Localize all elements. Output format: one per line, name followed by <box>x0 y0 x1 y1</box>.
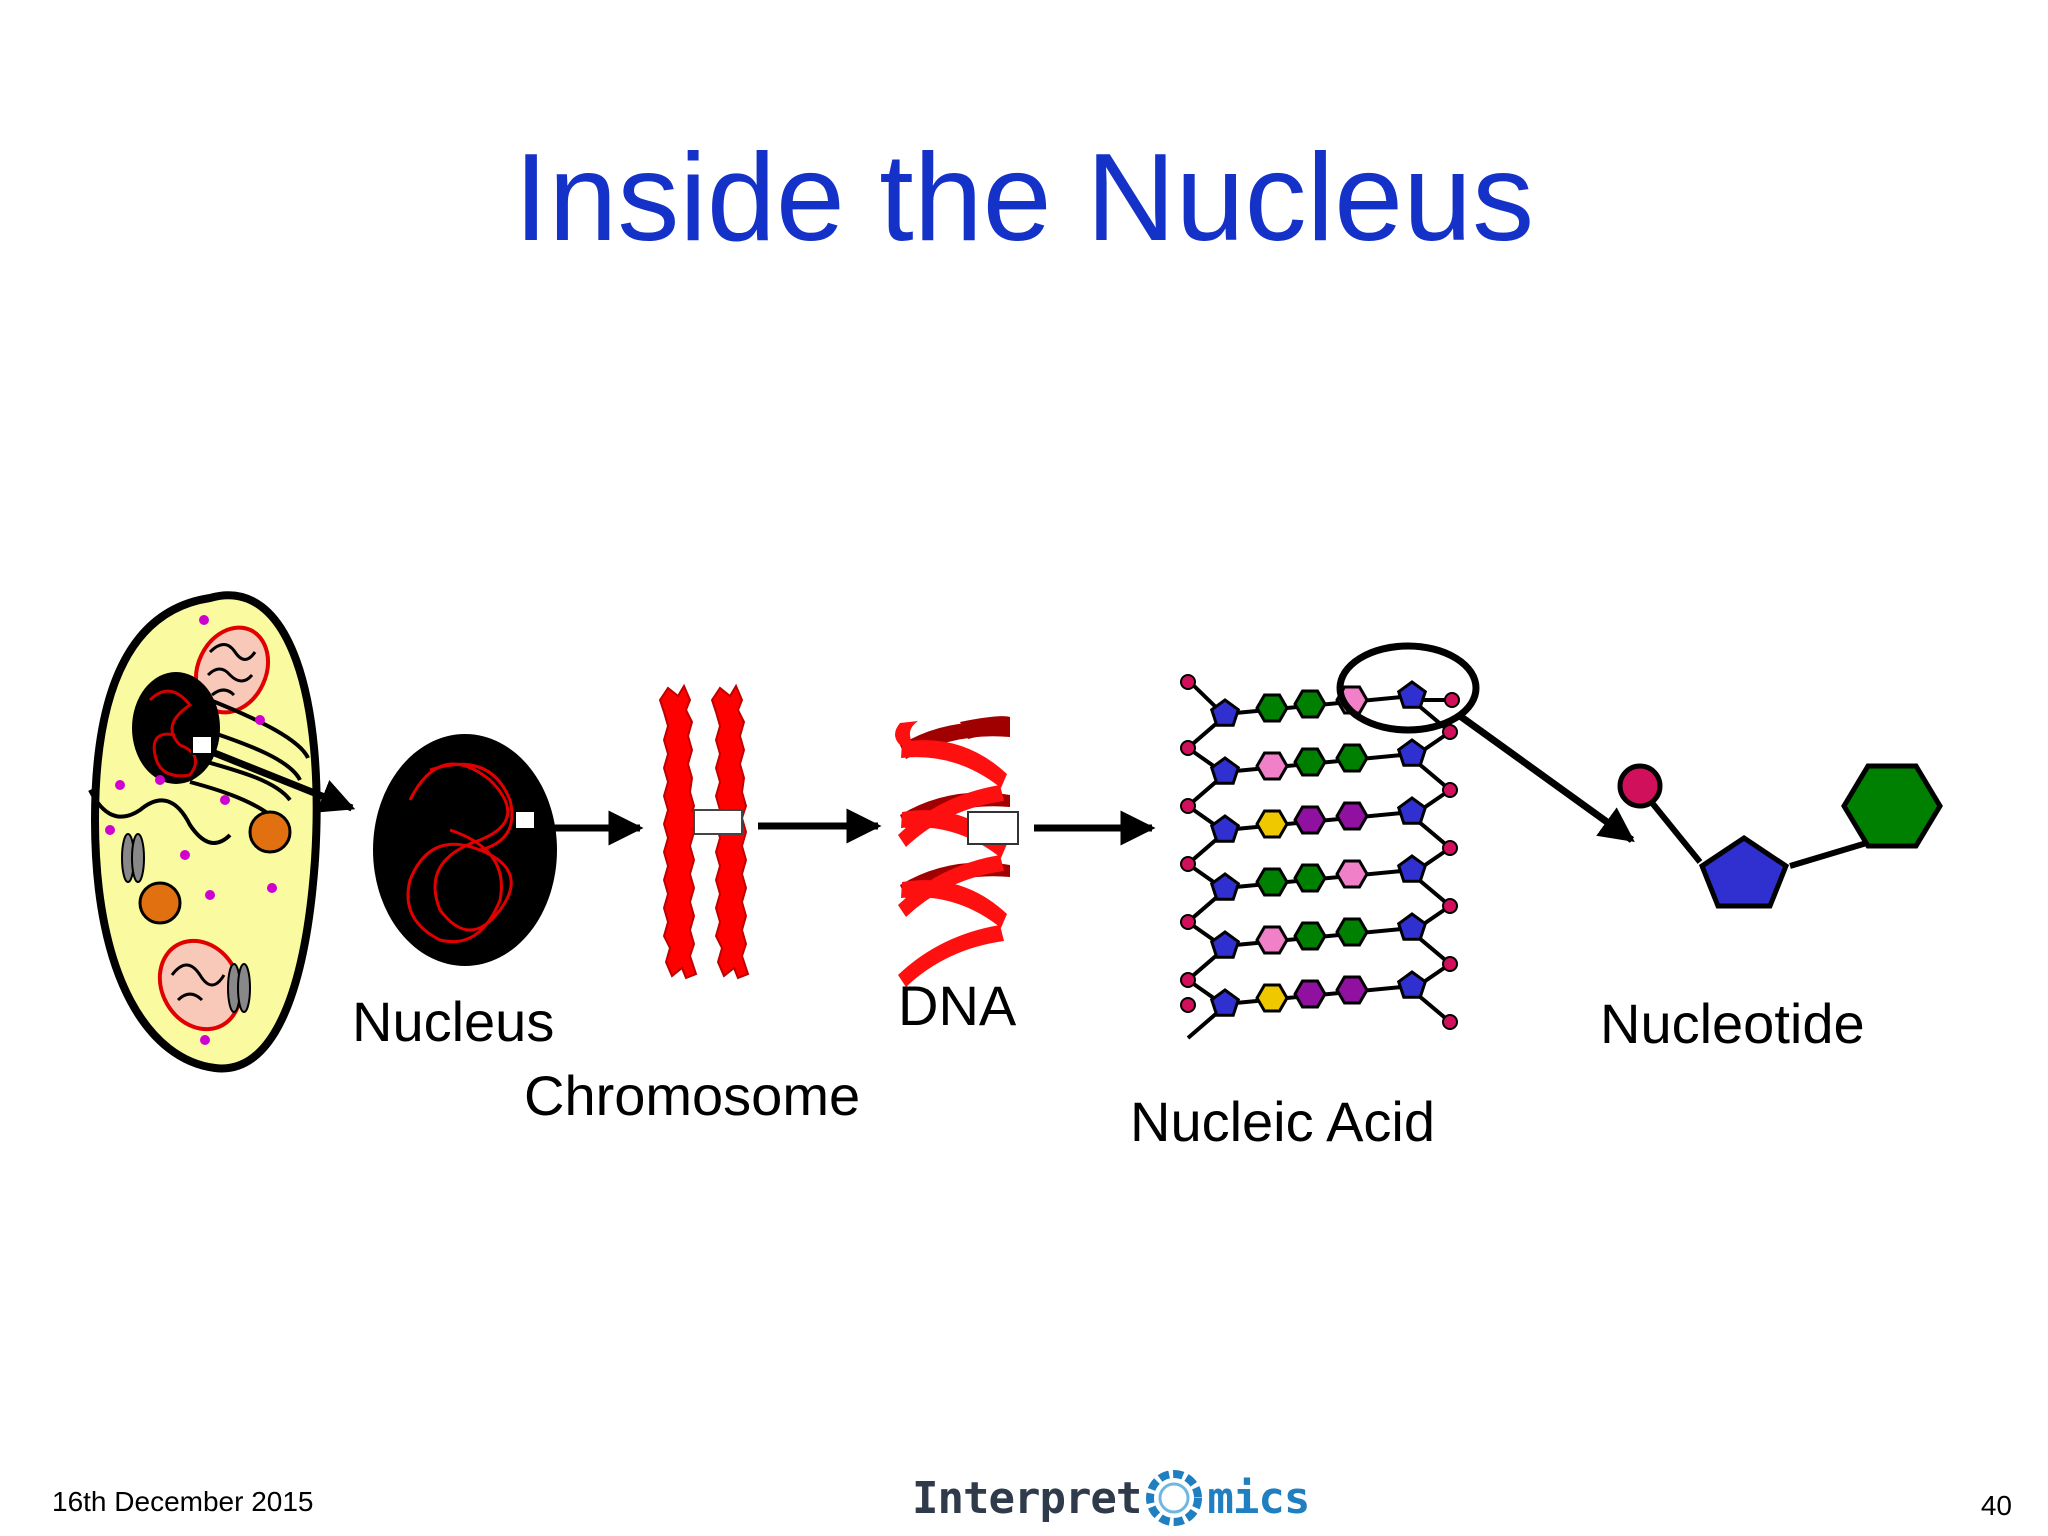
label-dna: DNA <box>898 974 1017 1037</box>
chromosome-illustration <box>658 683 882 980</box>
sugar-icon <box>1698 834 1790 909</box>
label-chromosome: Chromosome <box>524 1064 861 1127</box>
page-number: 40 <box>1980 1490 2012 1521</box>
company-logo: Interpret mics <box>912 1462 1310 1534</box>
slide-title: Inside the Nucleus <box>513 129 1535 267</box>
cell-illustration <box>88 591 356 1073</box>
label-nucleus: Nucleus <box>352 990 555 1053</box>
phosphate-icon <box>1617 763 1663 809</box>
dna-illustration <box>895 716 1156 987</box>
logo-text-2: mics <box>1207 1472 1310 1524</box>
nucleic-acid-illustration <box>1180 674 1460 1040</box>
logo-text-1: Interpret <box>912 1472 1142 1524</box>
footer-date: 16th December 2015 <box>52 1486 314 1517</box>
selection-ellipse <box>1336 642 1480 734</box>
nucleotide-illustration <box>1617 763 1943 909</box>
base-icon <box>1841 763 1943 849</box>
nucleus-illustration <box>373 734 644 966</box>
omics-ring-icon <box>1146 1470 1203 1526</box>
label-nucleotide: Nucleotide <box>1600 992 1865 1055</box>
label-nucleic-acid: Nucleic Acid <box>1130 1090 1436 1153</box>
